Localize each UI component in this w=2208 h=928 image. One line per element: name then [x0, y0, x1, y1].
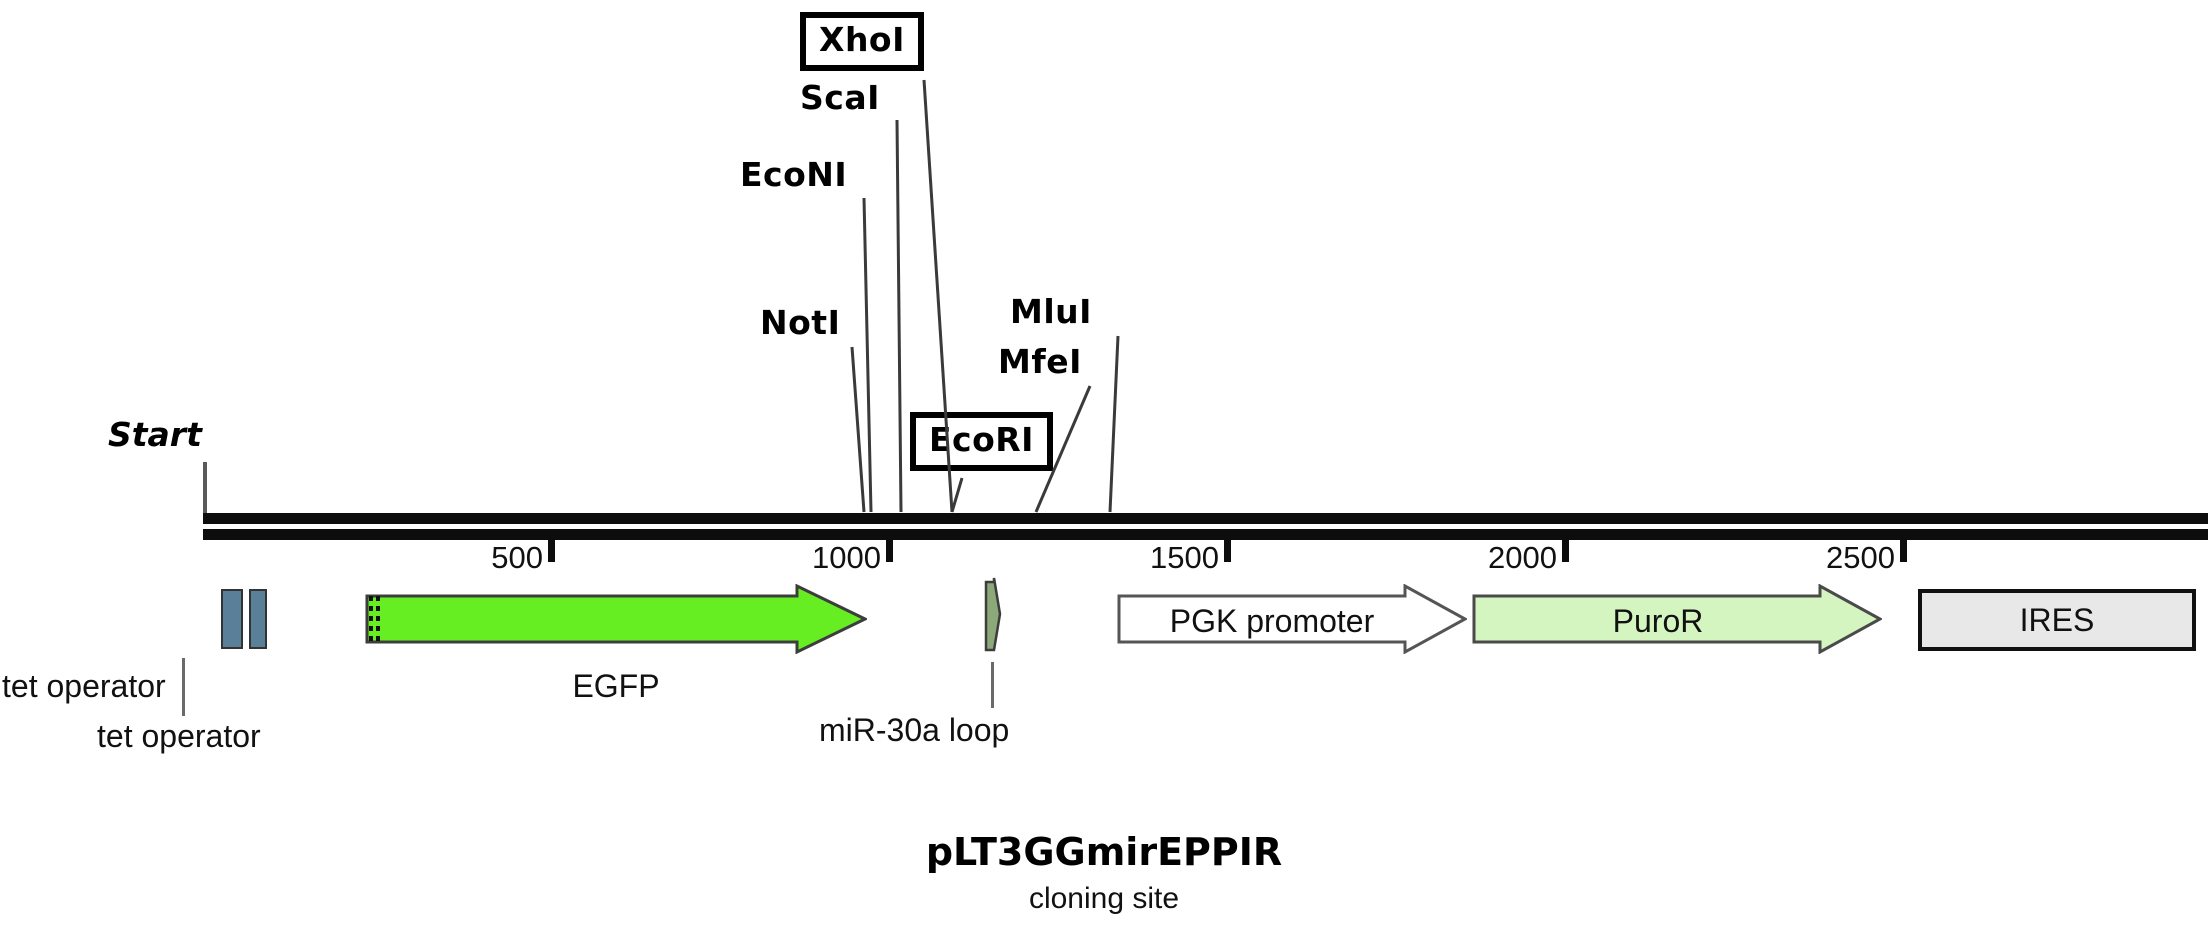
start-label: Start — [108, 415, 202, 454]
ruler-label-1000: 1000 — [812, 540, 881, 575]
caption-leader-mir-30a-loop — [991, 662, 994, 708]
feature-tet-operator-2[interactable] — [249, 589, 267, 649]
ruler-label-500: 500 — [491, 540, 543, 575]
page-subtitle: cloning site — [1028, 882, 1180, 915]
feature-mir-30a-loop[interactable] — [980, 576, 1006, 652]
feature-label-egfp: EGFP — [572, 668, 660, 704]
page-title: pLT3GGmirEPPIR — [925, 830, 1283, 874]
caption-leader-tet-operator-2 — [182, 658, 185, 716]
ruler-label-2500: 2500 — [1826, 540, 1895, 575]
start-tick — [203, 462, 207, 516]
feature-pgk-promoter[interactable] — [1117, 584, 1467, 654]
backbone-line-lower — [203, 529, 2208, 540]
enzyme-label-ecori[interactable]: EcoRI — [910, 412, 1053, 471]
feature-tet-operator-1[interactable] — [221, 589, 243, 649]
feature-egfp[interactable] — [365, 584, 867, 654]
ruler-tick-1500 — [1224, 540, 1231, 562]
ruler-label-1500: 1500 — [1150, 540, 1219, 575]
caption-tet-operator-1: tet operator — [2, 668, 166, 704]
ruler-label-2000: 2000 — [1488, 540, 1557, 575]
enzyme-label-mlui[interactable]: MluI — [1010, 292, 1092, 331]
feature-puror[interactable] — [1472, 584, 1882, 654]
backbone-line-upper — [203, 513, 2208, 524]
enzyme-label-xhoi[interactable]: XhoI — [800, 12, 924, 71]
caption-tet-operator-2: tet operator — [97, 718, 261, 754]
feature-ires[interactable] — [1918, 589, 2196, 651]
enzyme-label-scai[interactable]: ScaI — [800, 78, 880, 117]
ruler-tick-500 — [548, 540, 555, 562]
caption-mir-30a-loop: miR-30a loop — [819, 712, 1010, 748]
ruler-tick-2500 — [1900, 540, 1907, 562]
enzyme-label-mfei[interactable]: MfeI — [998, 342, 1082, 381]
ruler-tick-2000 — [1562, 540, 1569, 562]
ruler-tick-1000 — [886, 540, 893, 562]
enzyme-label-noti[interactable]: NotI — [760, 303, 841, 342]
enzyme-label-econi[interactable]: EcoNI — [740, 155, 848, 194]
